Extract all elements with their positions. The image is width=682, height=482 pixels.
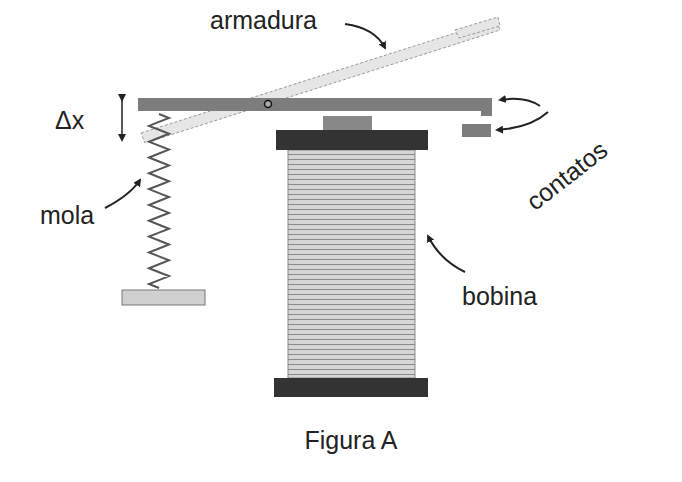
pivot bbox=[265, 101, 272, 108]
part-label: bobina bbox=[462, 284, 537, 309]
dimension-label: Δx bbox=[55, 108, 84, 133]
coil-bottom-cap bbox=[274, 378, 428, 397]
spring-coil bbox=[149, 114, 169, 288]
armature-contact bbox=[481, 98, 492, 116]
part-label: contatos bbox=[522, 137, 612, 215]
dimension-arrow bbox=[121, 100, 123, 140]
fixed-contact bbox=[462, 124, 491, 137]
coil-top-cap bbox=[276, 130, 428, 150]
spring bbox=[149, 114, 169, 288]
leader-line bbox=[497, 112, 548, 130]
armature bbox=[138, 98, 492, 111]
spring-base bbox=[122, 290, 205, 305]
leader-line bbox=[428, 236, 465, 272]
coil-core bbox=[323, 116, 372, 130]
leader-line bbox=[105, 180, 140, 208]
leader-line bbox=[500, 99, 540, 106]
leader-line bbox=[345, 24, 385, 48]
part-label: armadura bbox=[210, 8, 317, 33]
coil-winding bbox=[288, 150, 415, 378]
armature-open bbox=[141, 17, 500, 143]
figure-caption: Figura A bbox=[304, 428, 397, 453]
part-label: mola bbox=[40, 203, 94, 228]
